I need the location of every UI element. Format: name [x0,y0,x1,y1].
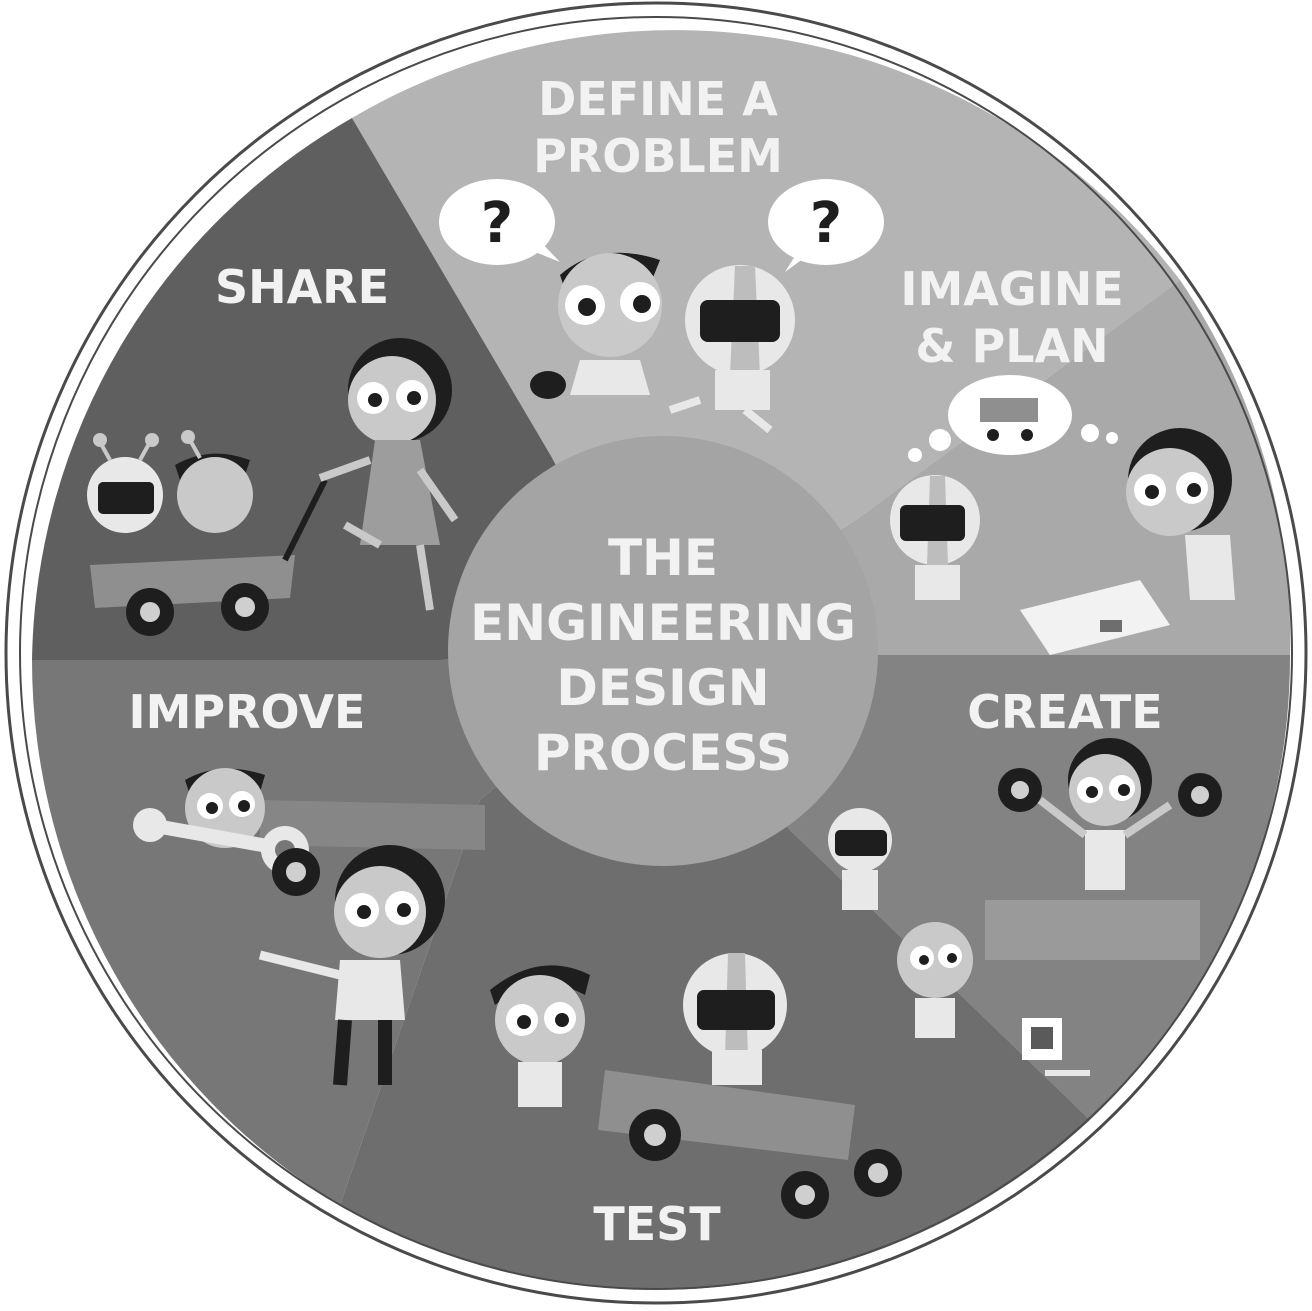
center-title-line-4: PROCESS [534,724,792,782]
center-title: THE ENGINEERING DESIGN PROCESS [470,529,856,782]
kid-helmet-driving [683,953,787,1085]
imagine-illustration [890,375,1235,655]
kid-helmet-running [668,265,795,434]
label-test: TEST [593,1197,721,1251]
label-define-line-1: DEFINE A [538,72,778,126]
kid-boy-watching [490,965,590,1107]
kid-boy-in-wagon [175,430,253,533]
kid-girl-holding-wheels [998,738,1222,890]
test-illustration [490,953,902,1219]
kid-helmet-hammer [828,808,892,910]
thought-bubble [908,375,1118,462]
kid-girl-improving [258,845,445,1086]
center-title-line-3: DESIGN [556,659,769,717]
create-illustration [828,738,1222,1076]
kid-helmet-planning [890,475,980,600]
label-imagine-line-1: IMAGINE [900,262,1123,316]
inner-rim-line [19,16,1293,1290]
test-cart [598,1070,902,1219]
define-illustration: ? ? [439,179,884,434]
center-title-line-2: ENGINEERING [470,594,856,652]
share-illustration [87,338,459,636]
label-share: SHARE [215,260,389,314]
question-mark-right: ? [810,191,842,256]
improve-illustration [133,768,485,1086]
wagon [90,478,328,636]
label-improve: IMPROVE [129,685,366,739]
cart-body-building [985,900,1200,960]
label-define-line-2: PROBLEM [533,129,783,183]
kid-boy-wrench [897,922,973,1038]
kid-girl-pulling-wagon [318,338,459,611]
question-mark-left: ? [481,191,513,256]
label-create: CREATE [967,685,1162,739]
label-imagine-line-2: & PLAN [915,319,1108,373]
speech-bubble-right: ? [768,179,884,272]
kid-boy-thinking [530,252,662,399]
blueprint-paper [1020,580,1170,655]
center-circle [448,436,878,866]
speech-bubble-left: ? [439,179,560,265]
kid-helmet-in-wagon [87,433,163,533]
screwdriver [1045,1070,1090,1076]
cart-board-improve [260,800,485,850]
center-title-line-1: THE [608,529,718,587]
kid-girl-planning [1126,428,1235,600]
